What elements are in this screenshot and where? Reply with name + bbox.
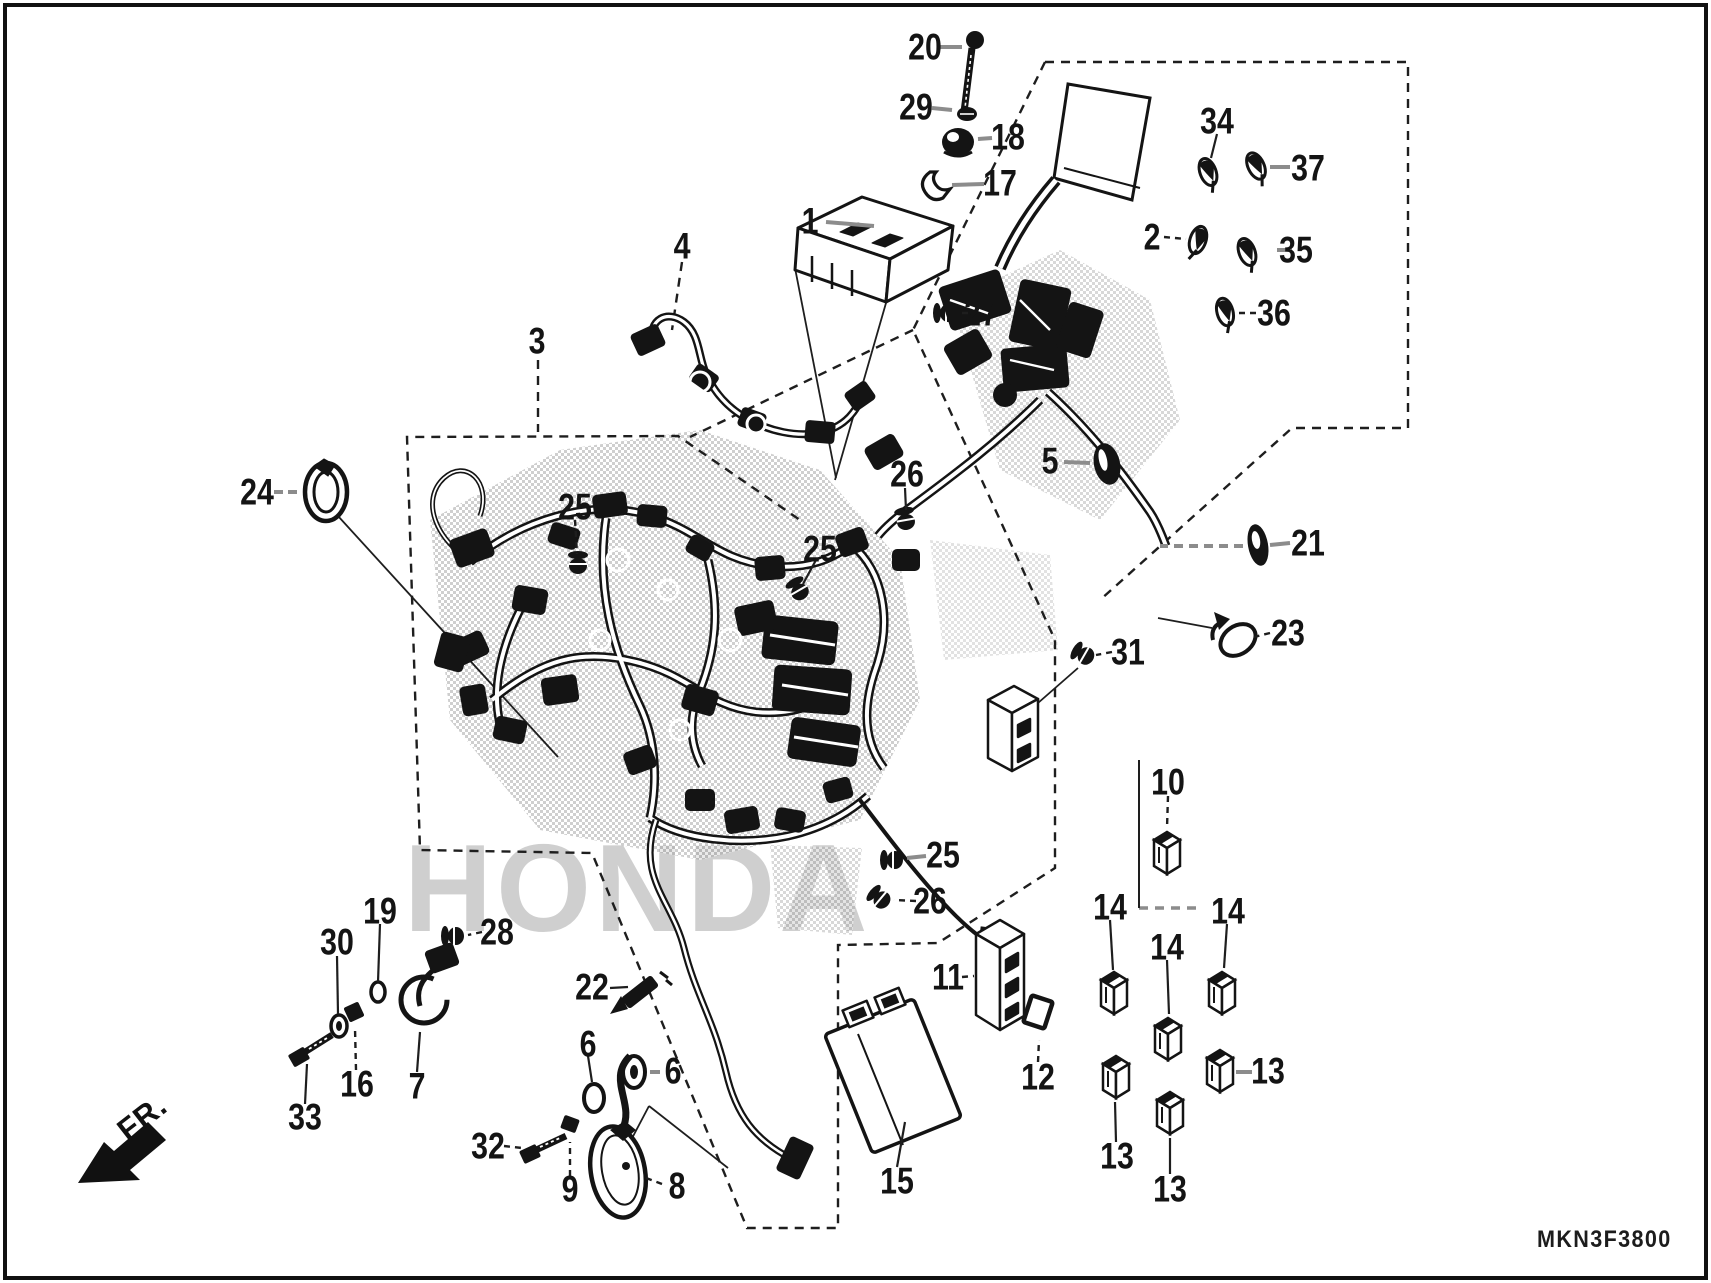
part-18-mount-rubber [942,128,974,158]
callout-25: 25 [803,528,837,570]
callout-36: 36 [1257,292,1291,334]
part-16-nut [344,1002,364,1022]
callout-12: 12 [1021,1056,1055,1098]
callout-7: 7 [408,1065,426,1107]
part-29-nut [957,107,977,121]
part-26-bolt [863,881,896,914]
part-20-bolt [960,31,984,113]
callout-17: 17 [983,162,1017,204]
callout-6: 6 [664,1050,682,1092]
callout-10: 10 [1151,761,1185,803]
part-6-washer [582,1082,606,1114]
callout-2: 2 [1143,216,1161,258]
part-32-bolt [519,1133,568,1164]
dashed-boundaries [405,60,1410,1230]
callout-35: 35 [1279,229,1313,271]
callout-14: 14 [1211,890,1245,932]
part-25-bolt [879,849,904,871]
callout-3: 3 [528,320,546,362]
callout-28: 28 [480,911,514,953]
callout-24: 24 [240,471,274,513]
callout-14: 14 [1093,886,1127,928]
part-25-bolt [567,550,589,575]
callout-31: 31 [1111,631,1145,673]
callout-33: 33 [288,1096,322,1138]
callout-13: 13 [1100,1135,1134,1177]
part-21-terminal [1247,524,1269,566]
callout-30: 30 [320,921,354,963]
callout-5: 5 [1041,440,1059,482]
callout-37: 37 [1291,147,1325,189]
callout-9: 9 [561,1168,579,1210]
callout-26: 26 [913,880,947,922]
part-4-subharness [630,312,876,444]
callout-32: 32 [471,1125,505,1167]
callout-13: 13 [1251,1050,1285,1092]
callout-19: 19 [363,890,397,932]
callout-1: 1 [801,200,819,242]
part-33-bolt [288,1032,334,1067]
callout-23: 23 [1271,612,1305,654]
callout-6: 6 [579,1023,597,1065]
callout-26: 26 [890,453,924,495]
part-37-clip [1241,148,1274,190]
part-5-grommet [1093,443,1121,485]
part-12-diode [1021,993,1055,1031]
callout-22: 22 [575,966,609,1008]
callout-21: 21 [1291,522,1325,564]
part-19-washer [369,980,387,1004]
callout-27: 27 [964,292,998,334]
part-28-bolt [440,925,465,947]
callout-29: 29 [899,86,933,128]
callout-13: 13 [1153,1168,1187,1210]
callout-8: 8 [668,1165,686,1207]
part-7-sensor [398,942,460,1026]
part-24-clamp [302,458,350,524]
part-15-ecu [823,986,963,1154]
callout-14: 14 [1150,926,1184,968]
callout-4: 4 [673,225,691,267]
callout-16: 16 [340,1063,374,1105]
part-9-nut [560,1115,580,1133]
callout-25: 25 [558,486,592,528]
callout-25: 25 [926,834,960,876]
part-2-clip [1182,222,1212,264]
part-17-clip [920,170,955,202]
part-1-relay-box [793,195,955,304]
fr-direction-arrow [78,1122,166,1183]
callout-34: 34 [1200,100,1234,142]
callout-15: 15 [880,1160,914,1202]
callout-11: 11 [931,956,965,998]
main-harness-cluster [430,434,1040,1180]
part-34-clip [1194,154,1225,196]
callout-18: 18 [991,116,1025,158]
part-23-clamp [1210,612,1258,658]
top-right-harness-assembly [874,82,1171,548]
part-8-horn [587,1121,649,1220]
part-30-washer [329,1013,349,1039]
part-35-clip [1233,234,1264,276]
diagram-part-code: MKN3F3800 [1537,1226,1672,1253]
part-11-relay [974,918,1026,1032]
leader-lines [274,45,1292,1186]
part-22-screw [610,970,673,1014]
page-border [3,3,1708,1280]
callout-20: 20 [908,26,942,68]
part-31-bolt [1067,638,1099,670]
part-36-clip [1212,294,1240,336]
